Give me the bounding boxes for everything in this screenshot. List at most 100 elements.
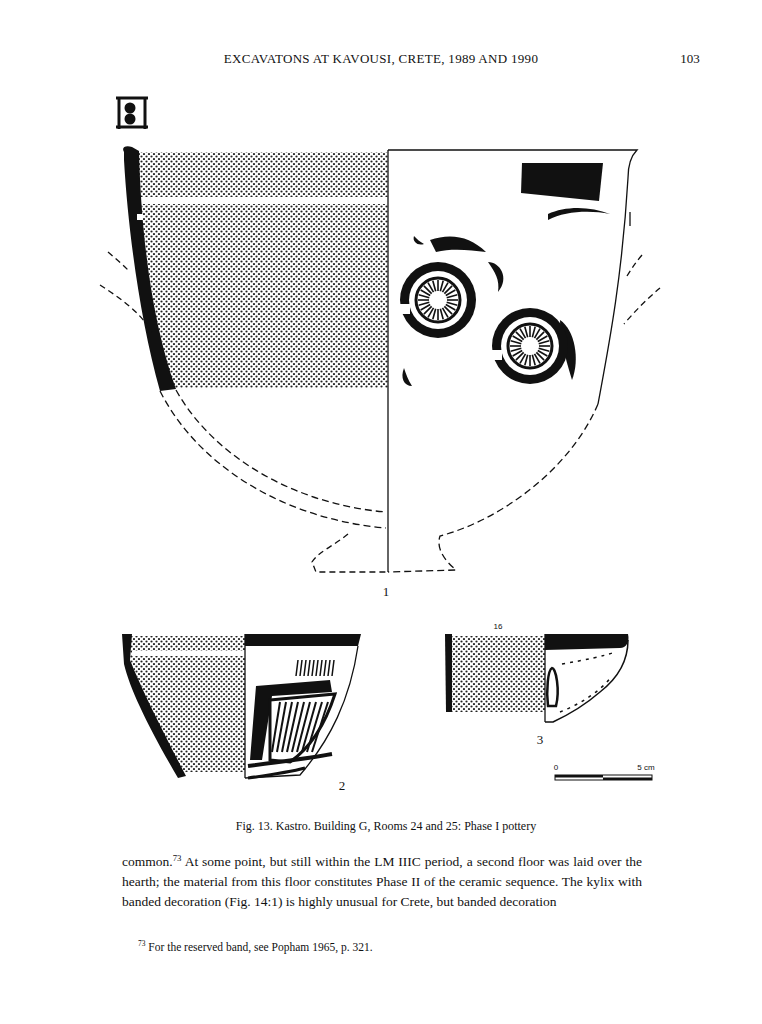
- footnote-marker: 73: [173, 853, 182, 863]
- drawing-stroke: [510, 345, 521, 347]
- vessel-2: [122, 634, 361, 778]
- drawing-stroke: [532, 327, 535, 338]
- drawing-stroke: [560, 676, 612, 712]
- drawing-stroke: [116, 97, 148, 100]
- drawing-stroke: [521, 163, 603, 201]
- drawing-stroke: [248, 754, 332, 766]
- drawing-stroke: [332, 660, 334, 676]
- figure-number: 2: [339, 779, 346, 794]
- drawing-stroke: [248, 768, 305, 778]
- drawing-stroke: [118, 97, 121, 129]
- drawing-stroke: [122, 634, 186, 778]
- drawing-stroke: [126, 104, 134, 112]
- drawing-stroke: [529, 355, 531, 366]
- drawing-stroke: [398, 304, 410, 314]
- drawing-stroke: [629, 212, 630, 226]
- drawing-stroke: [603, 778, 652, 781]
- drawing-stroke: [520, 329, 526, 339]
- drawing-stroke: [123, 146, 176, 391]
- drawing-stroke: [443, 308, 449, 318]
- drawing-stroke: [277, 702, 286, 752]
- drawing-stroke: [548, 208, 610, 220]
- drawing-stroke: [525, 355, 528, 366]
- drawing-stroke: [624, 288, 660, 324]
- drawing-stroke: [287, 702, 298, 752]
- drawing-stroke: [555, 775, 603, 778]
- drawing-stroke: [529, 326, 531, 337]
- drawing-stroke: [433, 281, 436, 292]
- drawing-stroke: [312, 702, 328, 752]
- drawing-stroke: [296, 660, 298, 676]
- body-text: common.: [122, 854, 173, 869]
- drawing-stroke: [545, 640, 628, 722]
- drawing-stroke: [141, 197, 388, 204]
- drawing-stroke: [245, 646, 358, 778]
- drawing-stroke: [300, 660, 302, 676]
- drawing-stroke: [132, 651, 245, 656]
- drawing-stroke: [244, 634, 245, 778]
- drawing-stroke: [539, 345, 550, 347]
- drawing-stroke: [547, 668, 557, 706]
- drawing-stroke: [627, 255, 642, 276]
- drawing-stroke: [492, 308, 568, 384]
- axis-line: [387, 150, 388, 572]
- drawing-stroke: [490, 308, 568, 384]
- drawing-stroke: [532, 355, 535, 366]
- page-number: 103: [680, 52, 700, 67]
- drawing-stroke: [312, 660, 314, 676]
- drawing-stroke: [437, 280, 439, 291]
- drawing-stroke: [433, 309, 436, 320]
- drawing-stroke: [126, 115, 134, 123]
- drawing-stroke: [320, 660, 322, 676]
- figure-number: 3: [537, 733, 544, 748]
- drawing-stroke: [545, 634, 629, 650]
- drawing-stroke: [440, 309, 443, 320]
- phase-symbol: [116, 97, 148, 129]
- drawing-stroke: [400, 262, 476, 338]
- drawing-stroke: [160, 391, 386, 528]
- drawing-stroke: [402, 368, 412, 386]
- drawing-stroke: [304, 660, 306, 676]
- drawing-stroke: [445, 634, 452, 712]
- drawing-stroke: [414, 236, 424, 245]
- drawing-stroke: [490, 350, 502, 360]
- drawing-stroke: [508, 324, 552, 368]
- drawing-stroke: [525, 327, 528, 338]
- drawing-stroke: [419, 302, 430, 305]
- vessel-1-decoration: [398, 163, 610, 386]
- drawing-stroke: [324, 660, 326, 676]
- drawing-stroke: [421, 305, 431, 311]
- drawing-stroke: [388, 404, 598, 572]
- drawing-stroke: [513, 351, 523, 357]
- vessel-1-exterior: [388, 150, 660, 572]
- body-text-block: common.73 At some point, but still withi…: [122, 852, 642, 912]
- figure-caption: Fig. 13. Kastro. Building G, Rooms 24 an…: [236, 820, 536, 834]
- drawing-stroke: [437, 309, 439, 320]
- drawing-stroke: [447, 295, 458, 298]
- drawing-stroke: [447, 302, 458, 305]
- vessel-3: [445, 634, 629, 722]
- figure-number: 1: [383, 585, 390, 600]
- drawing-stroke: [447, 299, 458, 301]
- drawing-stroke: [312, 534, 388, 572]
- drawing-stroke: [108, 252, 128, 270]
- scale-label: 0: [554, 763, 558, 772]
- drawing-stroke: [538, 336, 548, 342]
- drawing-stroke: [245, 634, 361, 646]
- drawing-stroke: [272, 702, 328, 752]
- drawing-stroke: [316, 660, 318, 676]
- drawing-stroke: [440, 281, 443, 292]
- footnote: For the reserved band, see Popham 1965, …: [148, 941, 372, 953]
- drawing-stroke: [446, 290, 456, 296]
- drawing-stroke: [511, 341, 522, 344]
- drawing-stroke: [418, 299, 429, 301]
- drawing-stroke: [419, 295, 430, 298]
- drawing-stroke: [555, 775, 652, 780]
- drawing-stroke: [428, 283, 434, 293]
- drawing-stroke: [409, 271, 467, 329]
- drawing-stroke: [488, 262, 503, 292]
- drawing-stroke: [138, 152, 388, 388]
- drawing-stroke: [308, 660, 310, 676]
- drawing-stroke: [176, 390, 386, 512]
